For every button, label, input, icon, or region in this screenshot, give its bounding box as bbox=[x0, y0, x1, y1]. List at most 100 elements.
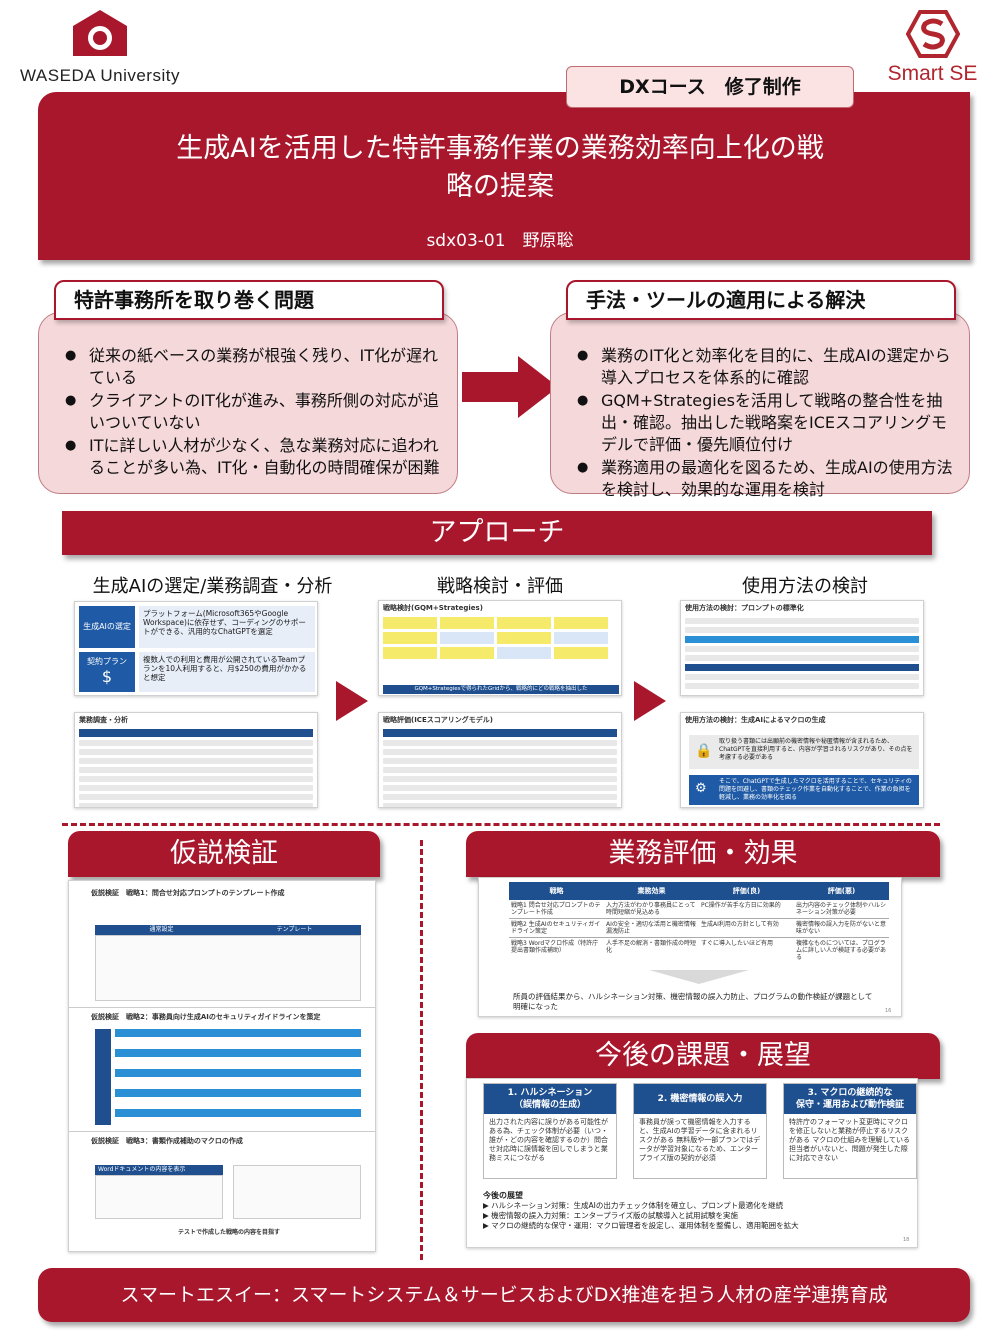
strategy2-title: 仮説検証 戦略2：事務員向け生成AIのセキュリティガイドラインを策定 bbox=[91, 1013, 321, 1021]
slide-title: 戦略検討(GQM+Strategies) bbox=[383, 604, 483, 612]
slide-title: 業務調査・分析 bbox=[79, 716, 128, 724]
problem-panel: 従来の紙ベースの業務が根強く残り、IT化が遅れている クライアントのIT化が進み… bbox=[38, 312, 458, 494]
table-header: 戦略 bbox=[509, 882, 604, 900]
robot-icon: ⚙ bbox=[695, 781, 707, 796]
outlook-item-text: マクロの継続的な保守・運用：マクロ管理者を設定し、運用体制を整備し、適用範囲を拡… bbox=[491, 1221, 799, 1230]
problem-item: クライアントのIT化が進み、事務所側の対応が追いついていない bbox=[59, 390, 443, 434]
issue-text: 事務員が誤って機密情報を入力すると、生成AIの学習データに含まれるリスクがある … bbox=[639, 1118, 761, 1162]
solution-item: 業務のIT化と効率化を目的に、生成AIの選定から導入プロセスを体系的に確認 bbox=[571, 345, 955, 389]
problem-label: 特許事務所を取り巻く問題 bbox=[54, 280, 444, 320]
column-divider bbox=[420, 840, 423, 1260]
solution-item: GQM+Strategiesを活用して戦略の整合性を抽出・確認。抽出した戦略案を… bbox=[571, 390, 955, 456]
slide-caption: GQM+Strategiesで得られたGridから、戦略的にどの戦略を抽出した bbox=[383, 685, 619, 694]
slide-business-survey: 業務調査・分析 bbox=[74, 712, 318, 808]
table-col: テンプレート bbox=[276, 926, 313, 933]
slide-gqm-strategies: 戦略検討(GQM+Strategies) GQM+Strategiesで得られた… bbox=[378, 600, 622, 696]
outlook-block: 今後の展望 ▶ ハルシネーション対策：生成AIの出力チェック体制を確立し、プロン… bbox=[483, 1191, 903, 1231]
slide-title: 使用方法の検討：生成AIによるマクロの生成 bbox=[685, 716, 826, 724]
title-line-2: 略の提案 bbox=[446, 171, 554, 202]
table-cell: 戦略3 Wordマクロ作成（特許庁提出書類作成補助） bbox=[511, 940, 599, 954]
issue-heading: 1. ハルシネーション （誤情報の生成） bbox=[484, 1084, 616, 1114]
outlook-title: 今後の展望 bbox=[483, 1191, 523, 1200]
strategy3-footer: テストで作成した戦略の内容を目指す bbox=[177, 1229, 280, 1236]
table-header: 評価(悪) bbox=[794, 882, 889, 900]
hypothesis-header: 仮説検証 bbox=[68, 831, 380, 877]
title-banner bbox=[38, 92, 970, 260]
table-cell: PC操作が苦手な方日に効果的 bbox=[699, 900, 794, 919]
flow-arrow-icon bbox=[634, 681, 666, 721]
slide-label: 契約プラン $ bbox=[79, 652, 135, 692]
evaluation-table: 戦略 業務効果 評価(良) 評価(悪) 戦略1 問合せ対応プロンプトのテンプレー… bbox=[509, 882, 889, 963]
table-cell: 生成AI利用の方針として有効 bbox=[699, 919, 794, 938]
problem-item: ITに詳しい人材が少なく、急な業務対応に追われることが多い為、IT化・自動化の時… bbox=[59, 435, 443, 479]
slide-title: 戦略評価(ICEスコアリングモデル) bbox=[383, 716, 493, 724]
slide-text: そこで、ChatGPTで生成したマクロを活用することで、セキュリティの問題を回避… bbox=[689, 775, 919, 805]
footer-banner: スマートエスイー：スマートシステム＆サービスおよびDX推進を担う人材の産学連携育… bbox=[38, 1268, 970, 1322]
approach-col2-heading: 戦略検討・評価 bbox=[437, 576, 563, 597]
issue-heading-line: 2. 機密情報の誤入力 bbox=[657, 1094, 743, 1104]
issue-heading: 3. マクロの継続的な 保守・運用および動作検証 bbox=[784, 1084, 916, 1114]
strategy1-table-header: 通常設定 テンプレート bbox=[95, 925, 361, 935]
strategy2-steps bbox=[115, 1029, 361, 1129]
flow-arrow-icon bbox=[336, 681, 368, 721]
table-cell: 複雑なものについては、プログラムに詳しい人が検証する必要がある bbox=[796, 940, 887, 961]
issue-heading-line: 3. マクロの継続的な bbox=[807, 1088, 893, 1098]
hypothesis-slides: 仮説検証 戦略1：問合せ対応プロンプトのテンプレート作成 通常設定 テンプレート… bbox=[68, 880, 376, 1252]
waseda-logo: WASEDA University bbox=[20, 8, 180, 88]
evaluation-slide: 戦略 業務効果 評価(良) 評価(悪) 戦略1 問合せ対応プロンプトのテンプレー… bbox=[478, 877, 902, 1017]
outlook-item: ▶ マクロの継続的な保守・運用：マクロ管理者を設定し、運用体制を整備し、適用範囲… bbox=[483, 1221, 799, 1230]
problem-item: 従来の紙ベースの業務が根強く残り、IT化が遅れている bbox=[59, 345, 443, 389]
slide-title: 使用方法の検討：プロンプトの標準化 bbox=[685, 604, 804, 612]
course-tag: DXコース 修了制作 bbox=[566, 66, 854, 108]
slide-text: 複数人での利用と費用が公開されているTeamプランを10人利用すると、月$250… bbox=[139, 652, 315, 692]
evaluation-header: 業務評価・効果 bbox=[466, 831, 940, 877]
outlook-item: ▶ 機密情報の誤入力対策：エンタープライズ版の試験導入と試用試験を実施 bbox=[483, 1211, 738, 1220]
outlook-item-text: 機密情報の誤入力対策：エンタープライズ版の試験導入と試用試験を実施 bbox=[491, 1211, 738, 1220]
evaluation-summary: 所員の評価結果から、ハルシネーション対策、機密情報の誤入力防止、プログラムの動作… bbox=[513, 992, 873, 1011]
slide-text: 取り扱う書類には出願前の機密情報や秘匿情報が含まれるため、ChatGPTを直接利… bbox=[689, 735, 919, 769]
table-cell: 戦略1 問合せ対応プロンプトのテンプレート作成 bbox=[509, 900, 604, 919]
author: sdx03-01 野原聡 bbox=[426, 231, 574, 251]
down-arrow-icon bbox=[649, 970, 749, 984]
solution-label: 手法・ツールの適用による解決 bbox=[566, 280, 956, 320]
table-col: 通常設定 bbox=[149, 926, 174, 933]
approach-header: アプローチ bbox=[62, 511, 932, 555]
page-number: 16 bbox=[885, 1008, 892, 1014]
table-cell: すぐに導入したいほど有用 bbox=[701, 940, 774, 947]
issue-text: 特許庁のフォーマット変更時にマクロを修正しないと業務が停止するリスクがある マク… bbox=[789, 1118, 911, 1162]
solution-item: 業務適用の最適化を図るため、生成AIの使用方法を検討し、効果的な運用を検討 bbox=[571, 457, 955, 501]
outlook-item: ▶ ハルシネーション対策：生成AIの出力チェック体制を確立し、プロンプト最適化を… bbox=[483, 1201, 784, 1210]
strategy3-title: 仮説検証 戦略3：書類作成補助のマクロの作成 bbox=[91, 1137, 243, 1145]
slide-prompt-standardization: 使用方法の検討：プロンプトの標準化 bbox=[680, 600, 924, 696]
strategy1-title: 仮説検証 戦略1：問合せ対応プロンプトのテンプレート作成 bbox=[91, 889, 285, 897]
solution-panel: 業務のIT化と効率化を目的に、生成AIの選定から導入プロセスを体系的に確認 GQ… bbox=[550, 312, 970, 499]
issue-card-confidential-input: 2. 機密情報の誤入力 事務員が誤って機密情報を入力すると、生成AIの学習データ… bbox=[633, 1083, 767, 1179]
table-cell: 戦略2 生成AIのセキュリティガイドライン策定 bbox=[509, 919, 604, 938]
partner-name: Smart SE bbox=[887, 62, 978, 85]
table-cell: 出力内容のチェック体制やハルシネーション対策が必要 bbox=[794, 900, 889, 919]
dollar-icon: $ bbox=[101, 667, 113, 686]
right-arrow-icon bbox=[462, 356, 558, 418]
slide-ice-scoring: 戦略評価(ICEスコアリングモデル) bbox=[378, 712, 622, 808]
waseda-seal-icon bbox=[73, 10, 127, 56]
future-slide: 1. ハルシネーション （誤情報の生成） 出力された内容に誤りがある可能性がある… bbox=[466, 1078, 918, 1248]
smartse-logo: Smart SE bbox=[870, 10, 995, 85]
slide-macro-generation: 使用方法の検討：生成AIによるマクロの生成 取り扱う書類には出願前の機密情報や秘… bbox=[680, 712, 924, 808]
university-name: WASEDA University bbox=[20, 66, 180, 85]
slide-label: 生成AIの選定 bbox=[79, 606, 135, 648]
slide-text: プラットフォーム(Microsoft365やGoogle Workspace)に… bbox=[139, 606, 315, 648]
poster-title: 生成AIを活用した特許事務作業の業務効率向上化の戦 略の提案 bbox=[80, 130, 920, 206]
issue-card-hallucination: 1. ハルシネーション （誤情報の生成） 出力された内容に誤りがある可能性がある… bbox=[483, 1083, 617, 1179]
title-line-1: 生成AIを活用した特許事務作業の業務効率向上化の戦 bbox=[176, 133, 824, 164]
issue-heading-line: 1. ハルシネーション bbox=[507, 1088, 593, 1098]
slide-ai-selection: 生成AIの選定 プラットフォーム(Microsoft365やGoogle Wor… bbox=[74, 601, 318, 696]
table-cell: 入力方法がわかり事務員にとって時間短縮が見込める bbox=[604, 900, 699, 919]
lock-icon: 🔒 bbox=[695, 743, 713, 759]
issue-card-macro-maintenance: 3. マクロの継続的な 保守・運用および動作検証 特許庁のフォーマット変更時にマ… bbox=[783, 1083, 917, 1179]
table-cell: 機密情報の誤入力を防がないと意味がない bbox=[794, 919, 889, 938]
issue-heading-line: （誤情報の生成） bbox=[513, 1100, 586, 1110]
future-header: 今後の課題・展望 bbox=[466, 1033, 940, 1079]
table-header: 業務効果 bbox=[604, 882, 699, 900]
issue-heading: 2. 機密情報の誤入力 bbox=[634, 1084, 766, 1114]
approach-col1-heading: 生成AIの選定/業務調査・分析 bbox=[92, 576, 333, 597]
